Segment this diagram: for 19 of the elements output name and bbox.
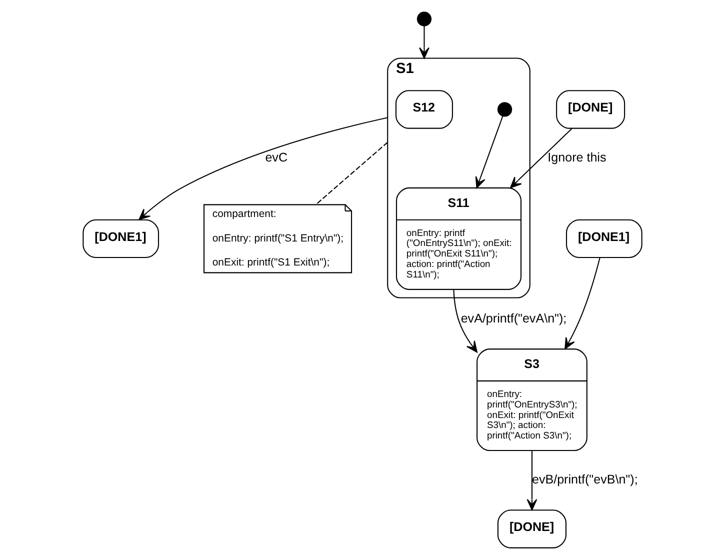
- connector: [315, 142, 388, 205]
- arrow: [526, 450, 537, 510]
- edge-label: evB/printf("evB\n");: [531, 472, 638, 487]
- node-box: [DONE1]: [565, 219, 642, 258]
- edge-label: Ignore this: [547, 150, 606, 164]
- node-box: [DONE]: [496, 510, 566, 548]
- arrow: [452, 289, 477, 353]
- node-box: [DONE]: [556, 90, 625, 129]
- arrow: [564, 258, 600, 350]
- arrow: [138, 117, 388, 220]
- arrow: [418, 26, 429, 59]
- arrow: [474, 116, 503, 188]
- edge-label: evA/printf("evA\n");: [460, 311, 566, 326]
- node-box: S12: [394, 90, 452, 129]
- node-circle: [496, 102, 512, 117]
- node-box: [DONE1]: [82, 219, 159, 258]
- node-circle: [416, 12, 432, 26]
- edge-label: evC: [264, 150, 288, 164]
- arrow: [510, 128, 572, 188]
